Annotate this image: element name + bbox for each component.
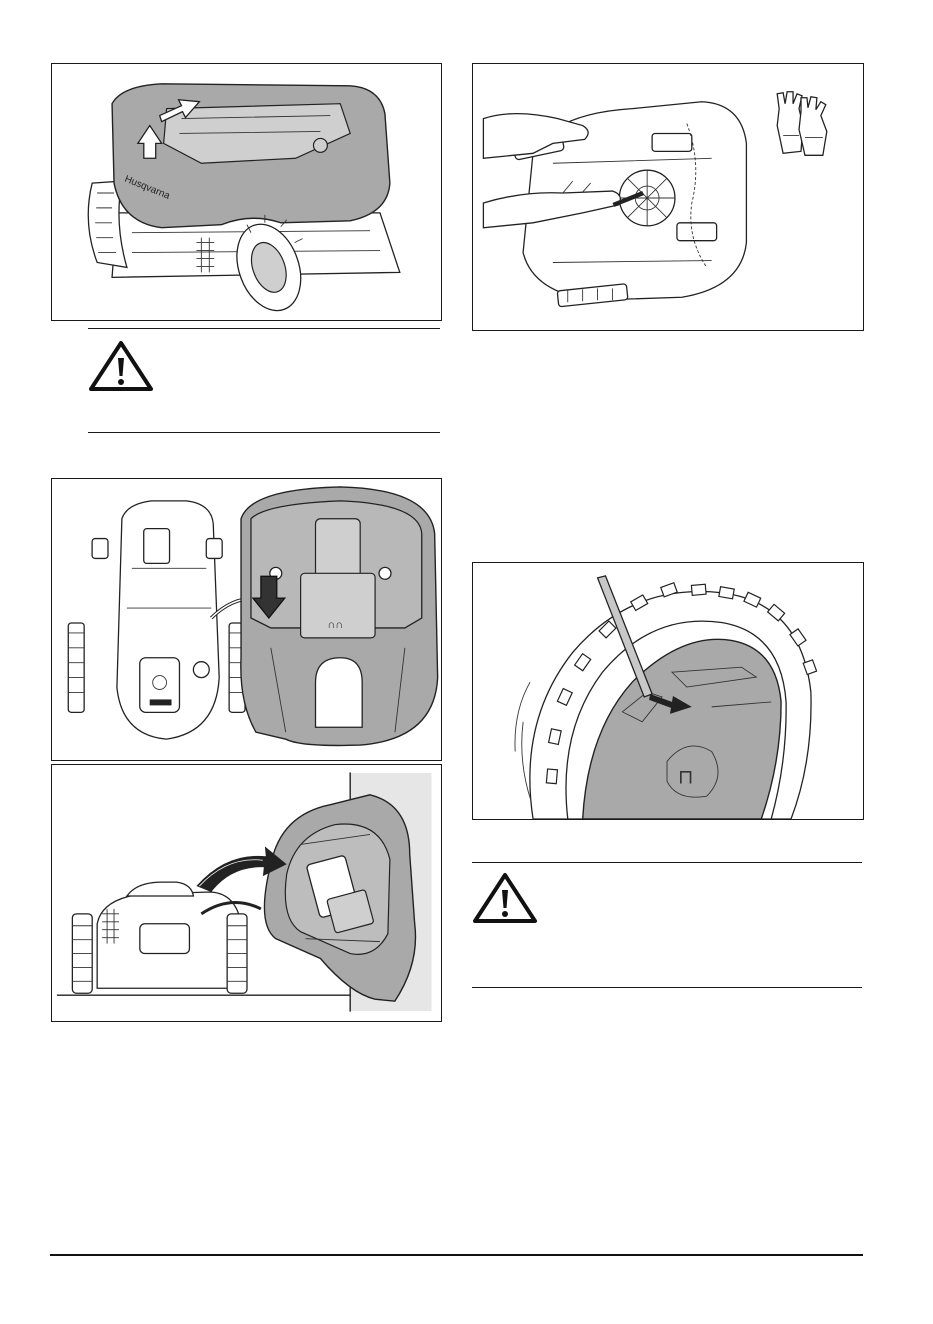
warning-box-2 bbox=[472, 872, 538, 924]
body-tilted-against-wall-illustration bbox=[52, 765, 441, 1021]
figure-body-against-wall bbox=[51, 764, 442, 1022]
figure-top-view: ∩∩ bbox=[51, 478, 442, 761]
svg-text:⊓: ⊓ bbox=[678, 766, 693, 788]
figure-wheel-hubcap: ⊓ bbox=[472, 562, 864, 820]
glove-and-brush-cleaning-illustration bbox=[473, 64, 863, 330]
body-removed-top-view-illustration: ∩∩ bbox=[52, 479, 441, 760]
figure-lift-body: Husqvarna bbox=[51, 63, 442, 321]
warning-triangle-icon bbox=[472, 872, 538, 924]
warning-rule-top-2 bbox=[472, 862, 862, 863]
warning-triangle-icon bbox=[88, 340, 154, 392]
mower-body-lift-illustration: Husqvarna bbox=[52, 64, 441, 320]
warning-rule-bottom bbox=[88, 432, 440, 433]
figure-cleaning bbox=[472, 63, 864, 331]
warning-rule-top bbox=[88, 328, 440, 329]
warning-rule-bottom-2 bbox=[472, 987, 862, 988]
svg-text:∩∩: ∩∩ bbox=[327, 619, 343, 631]
warning-box-1 bbox=[88, 340, 154, 392]
footer-rule bbox=[50, 1254, 863, 1256]
wheel-hubcap-removal-illustration: ⊓ bbox=[473, 563, 863, 819]
